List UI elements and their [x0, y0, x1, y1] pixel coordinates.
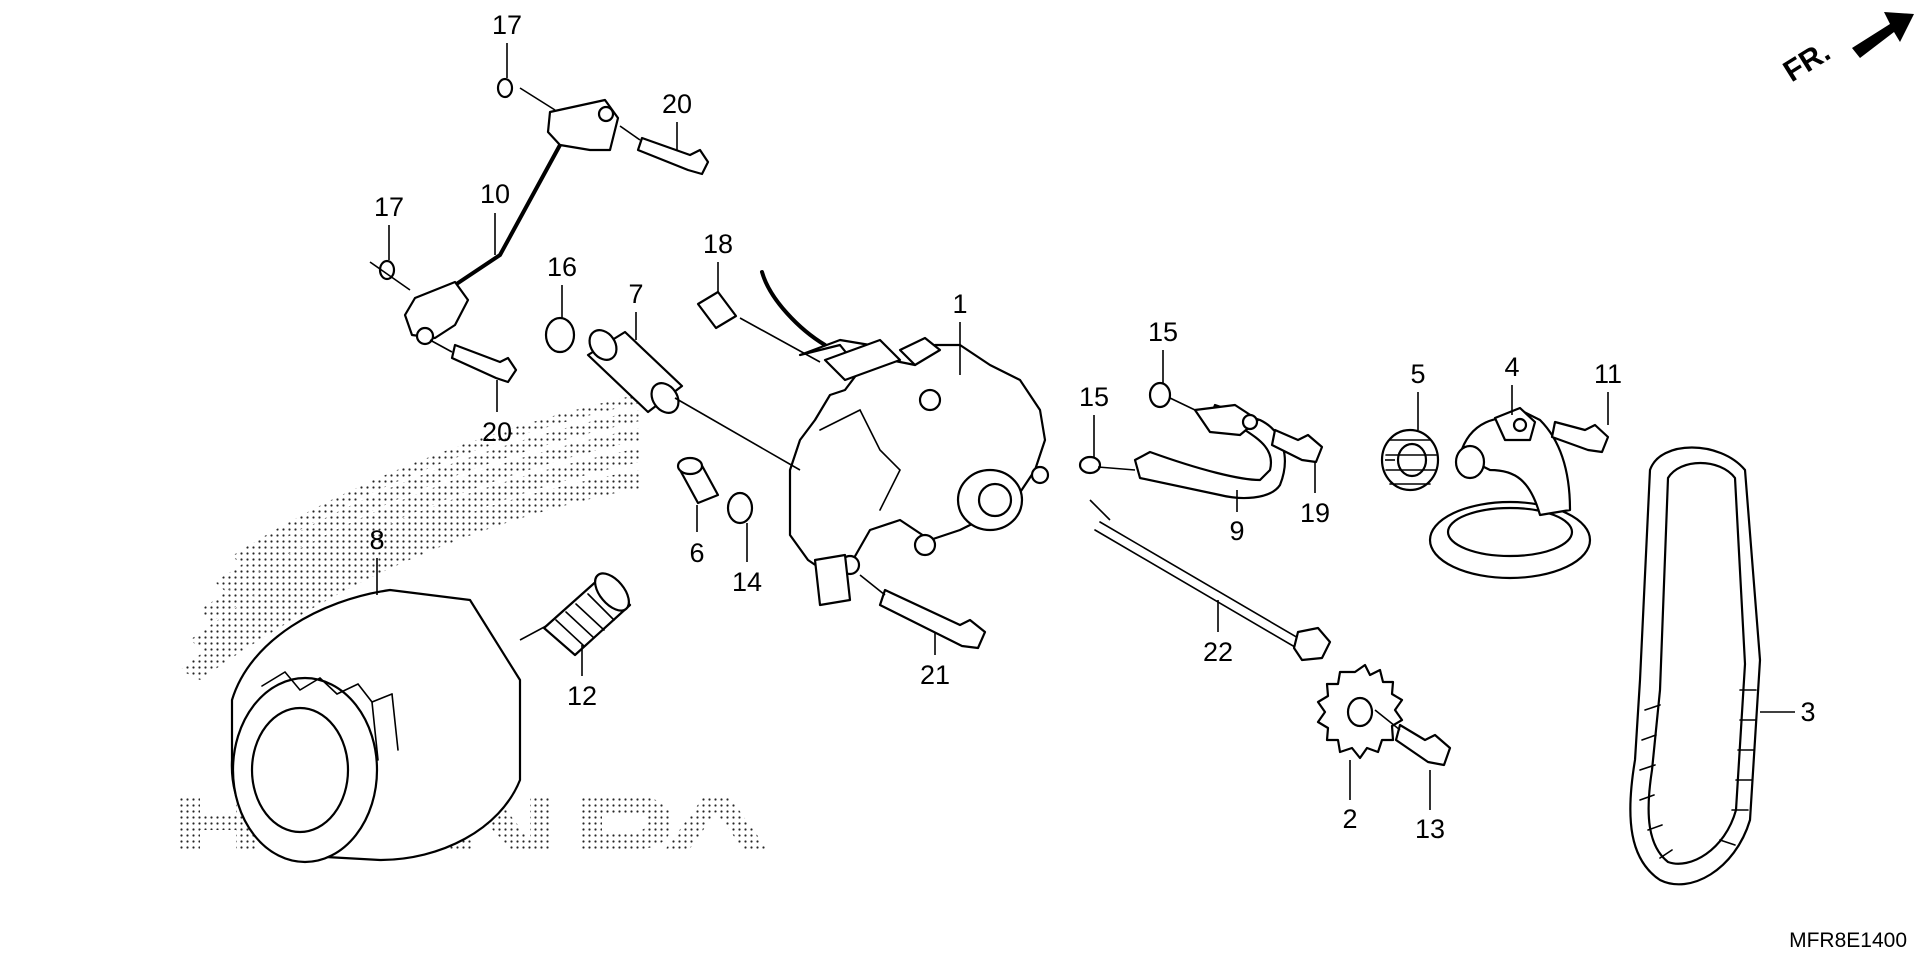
- callout-20-upper: 20: [662, 89, 692, 119]
- part-10-oil-pipe: [403, 98, 620, 346]
- callout-10: 10: [480, 179, 510, 209]
- arrow-icon: [1852, 12, 1914, 58]
- part-17-washers: [378, 77, 514, 281]
- part-4-oil-strainer: [1428, 406, 1592, 580]
- callout-6: 6: [689, 538, 704, 568]
- honda-wing-watermark: [180, 394, 640, 680]
- callout-1: 1: [952, 289, 967, 319]
- document-code: MFR8E1400: [1789, 929, 1907, 952]
- part-5-oil-screen: [1380, 428, 1440, 492]
- callout-7: 7: [628, 279, 643, 309]
- direction-label: FR.: [1778, 35, 1836, 89]
- callout-17-upper: 17: [492, 10, 522, 40]
- leader-lines: [376, 43, 1795, 810]
- callout-18: 18: [703, 229, 733, 259]
- callout-15-lower: 15: [1079, 382, 1109, 412]
- callout-2: 2: [1342, 804, 1357, 834]
- part-19-bolt: [1270, 428, 1324, 464]
- part-22-long-bolt: [1094, 521, 1332, 662]
- callout-8: 8: [369, 525, 384, 555]
- part-16-o-ring: [544, 316, 576, 354]
- callout-9: 9: [1229, 516, 1244, 546]
- alignment-lines: [369, 87, 1401, 731]
- part-9-oil-tube: [1133, 403, 1286, 500]
- part-13-bolt: [1394, 723, 1452, 767]
- part-14-o-ring: [726, 491, 754, 525]
- callout-14: 14: [732, 567, 762, 597]
- callout-22: 22: [1203, 637, 1233, 667]
- part-15-washer-lower: [1078, 455, 1102, 475]
- part-21-bolt: [878, 588, 987, 650]
- part-20-bolts: [450, 136, 710, 384]
- part-6-bushing: [676, 456, 720, 505]
- callout-17-lower: 17: [374, 192, 404, 222]
- callout-12: 12: [567, 681, 597, 711]
- callout-15-upper: 15: [1148, 317, 1178, 347]
- part-11-bolt: [1550, 420, 1610, 454]
- callout-16: 16: [547, 252, 577, 282]
- part-15-washer-upper: [1148, 381, 1172, 409]
- part-7-collar: [586, 329, 684, 414]
- callout-20-lower: 20: [482, 417, 512, 447]
- callout-4: 4: [1504, 352, 1519, 382]
- callout-labels: 1 2 3 4 5 6 7 8 9 10 11 12 13 14 15 15 1…: [369, 10, 1815, 844]
- front-direction-indicator: FR.: [1778, 12, 1914, 89]
- callout-3: 3: [1800, 697, 1815, 727]
- callout-11: 11: [1594, 359, 1622, 389]
- part-3-drive-chain: [1629, 446, 1762, 886]
- callout-13: 13: [1415, 814, 1445, 844]
- part-8-oil-filter: [230, 588, 522, 864]
- callout-21: 21: [920, 660, 950, 690]
- part-1-oil-pump: [760, 270, 1050, 607]
- callout-19: 19: [1300, 498, 1330, 528]
- callout-5: 5: [1410, 359, 1425, 389]
- part-18-dowel: [696, 290, 738, 330]
- part-2-sprocket: [1316, 663, 1404, 760]
- part-12-fitting: [542, 572, 632, 657]
